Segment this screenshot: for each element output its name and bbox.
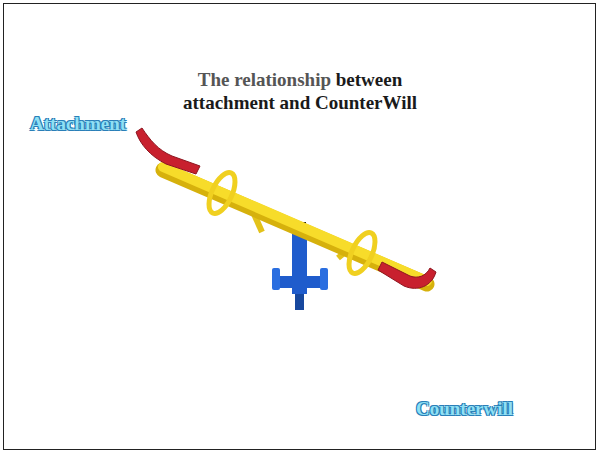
seesaw-foot [272,268,280,290]
seesaw-seat [136,128,200,174]
seesaw-side-label: Counterwill [416,398,513,420]
seesaw-side-label: Attachment [30,113,126,135]
slide-title: The relationship between attachment and … [150,68,450,114]
seesaw-seat [378,262,436,288]
seesaw-post [292,232,307,294]
seesaw-bar [163,167,427,281]
seesaw-handle [344,229,381,277]
seesaw-handle [204,169,241,217]
seesaw-foot [320,268,328,290]
seesaw-post [295,294,304,310]
